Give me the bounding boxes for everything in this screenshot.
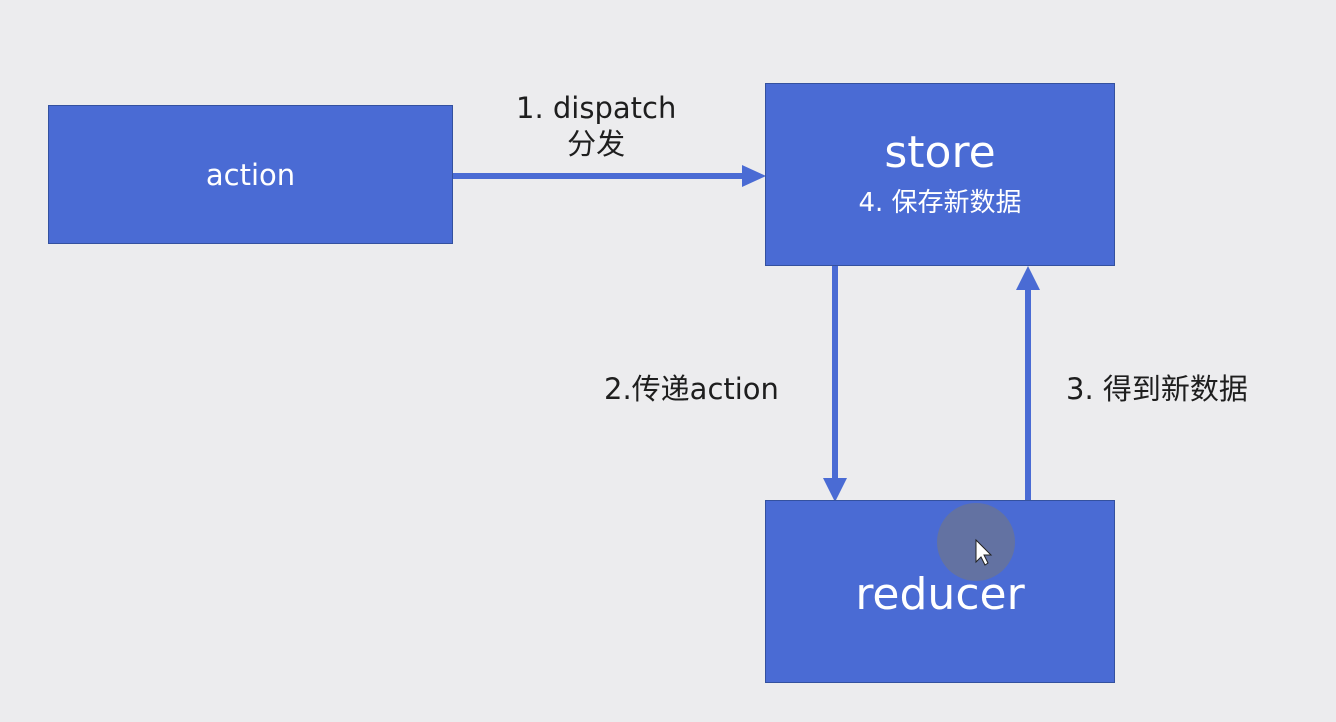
- store-node-sublabel: 4. 保存新数据: [858, 188, 1022, 219]
- arrowhead-dispatch: [742, 165, 766, 187]
- store-node-label: store: [884, 126, 996, 178]
- pass-action-edge-label: 2.传递action: [604, 372, 779, 406]
- dispatch-label-line1: 1. dispatch: [516, 91, 677, 125]
- cursor-highlight: [937, 503, 1015, 581]
- action-node-label: action: [205, 157, 296, 192]
- reducer-node: reducer: [765, 500, 1115, 683]
- reducer-node-label: reducer: [855, 569, 1025, 620]
- store-node: store 4. 保存新数据: [765, 83, 1115, 266]
- arrowhead-get-new-data: [1016, 266, 1040, 290]
- dispatch-edge-label: 1. dispatch 分发: [516, 90, 676, 163]
- action-node: action: [48, 105, 453, 244]
- arrowhead-pass-action: [823, 478, 847, 502]
- get-new-data-edge-label: 3. 得到新数据: [1066, 372, 1248, 406]
- dispatch-label-line2: 分发: [567, 127, 626, 162]
